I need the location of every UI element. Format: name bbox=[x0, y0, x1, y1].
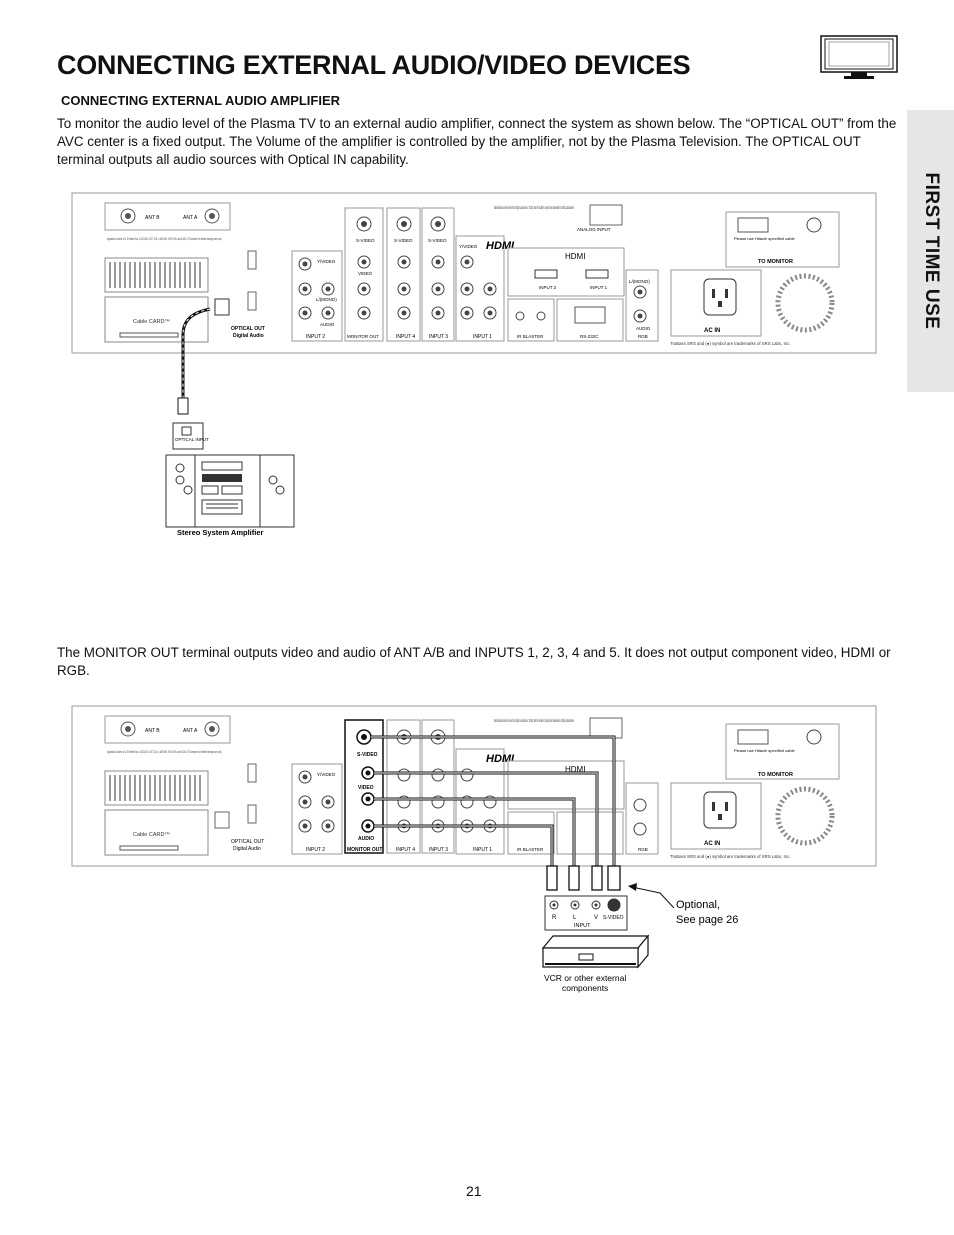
optical-out-label-2: OPTICAL OUT bbox=[231, 839, 264, 845]
first-time-use-tab: FIRST TIME USE bbox=[907, 110, 954, 392]
ir-blaster-label: IR BLASTER bbox=[517, 334, 544, 339]
hdmi-input1-label: INPUT 1 bbox=[590, 285, 608, 290]
vcr-svideo-label: S-VIDEO bbox=[603, 915, 624, 921]
ac-in-label: AC IN bbox=[704, 328, 720, 334]
ant-a-label-2: ANT A bbox=[183, 728, 198, 734]
patent-note-2: Apparatus Claims of U.S.Patent Nos. 4,63… bbox=[107, 749, 222, 754]
monitor-out-label: MONITOR OUT bbox=[347, 334, 379, 339]
vcr-input-label: INPUT bbox=[574, 923, 591, 929]
monitor-out-block bbox=[344, 207, 384, 342]
optional-text-2: See page 26 bbox=[676, 914, 738, 926]
input2-audio-label: AUDIO bbox=[320, 322, 335, 327]
cable-card-label: Cable CARD™ bbox=[133, 319, 170, 325]
monout-svideo-label-2: S-VIDEO bbox=[357, 752, 378, 758]
monout-video-label-2: VIDEO bbox=[358, 785, 374, 791]
input4-label: INPUT 4 bbox=[396, 334, 415, 340]
input3-block bbox=[421, 207, 455, 342]
dolby-note: Manufactured under license from Dolby La… bbox=[494, 205, 574, 210]
input2-block bbox=[291, 250, 343, 342]
ant-b-label: ANT B bbox=[145, 215, 160, 221]
monout-video-label: VIDEO bbox=[358, 271, 373, 276]
patent-note: Apparatus Claims of U.S.Patent Nos. 4,63… bbox=[107, 236, 222, 241]
dolby-note-2: Manufactured under license from Dolby La… bbox=[494, 718, 574, 723]
input2-yvideo-label-2: Y/VIDEO bbox=[317, 772, 336, 777]
cablecard-slot-2 bbox=[104, 770, 209, 856]
ac-in-label-2: AC IN bbox=[704, 841, 720, 847]
input1-label: INPUT 1 bbox=[473, 334, 492, 340]
digital-audio-label-2: Digital Audio bbox=[233, 846, 261, 852]
srs-note: TruBass SRS and (●) symbol are trademark… bbox=[670, 341, 790, 346]
monitor-out-label-2: MONITOR OUT bbox=[347, 847, 382, 853]
stereo-amplifier bbox=[165, 454, 295, 528]
hdmi-small-label-2: HDMI bbox=[565, 765, 585, 774]
optical-cable bbox=[181, 307, 211, 400]
rgb-audio-label: AUDIO bbox=[636, 326, 651, 331]
ir-blaster-label-2: IR BLASTER bbox=[517, 847, 544, 852]
optional-arrow bbox=[631, 886, 675, 909]
srs-note-2: TruBass SRS and (●) symbol are trademark… bbox=[670, 854, 790, 859]
optional-text-1: Optional, bbox=[676, 899, 720, 911]
analog-input-port bbox=[589, 204, 623, 226]
rs232c-label: RS-232C bbox=[580, 334, 599, 339]
input2-label: INPUT 2 bbox=[306, 334, 325, 340]
digital-audio-label: Digital Audio bbox=[233, 333, 264, 339]
vcr-label-1: VCR or other external bbox=[544, 973, 626, 983]
hdmi-input2-port bbox=[534, 269, 558, 279]
section2-paragraph: The MONITOR OUT terminal outputs video a… bbox=[57, 645, 891, 678]
hdmi-input1-port bbox=[585, 269, 609, 279]
input4-label-2: INPUT 4 bbox=[396, 847, 415, 853]
optical-out-label: OPTICAL OUT bbox=[231, 326, 265, 332]
optical-input-label: OPTICAL INPUT bbox=[175, 437, 209, 442]
to-monitor-label: TO MONITOR bbox=[758, 259, 793, 265]
rgb-label-2: RGB bbox=[638, 847, 648, 852]
vent-grille bbox=[775, 273, 835, 333]
input2-lmono-label: L/(MONO) bbox=[316, 297, 337, 302]
vcr-r-label: R bbox=[552, 915, 557, 921]
vcr-label-2: components bbox=[562, 983, 608, 993]
input3-svideo-label: S-VIDEO bbox=[428, 238, 447, 243]
vcr-v-label: V bbox=[594, 915, 598, 921]
input1-yvideo-label: Y/VIDEO bbox=[459, 244, 478, 249]
monitor-cable-note-2: Please use Hitachi specified cable bbox=[734, 748, 795, 753]
page-title: CONNECTING EXTERNAL AUDIO/VIDEO DEVICES bbox=[57, 50, 691, 80]
rgb-label: RGB bbox=[638, 334, 648, 339]
amplifier-label: Stereo System Amplifier bbox=[177, 528, 263, 537]
cable-plugs bbox=[546, 865, 621, 891]
rgb-audio-block bbox=[625, 269, 659, 342]
input4-svideo-label: S-VIDEO bbox=[394, 238, 413, 243]
input2-label-2: INPUT 2 bbox=[306, 847, 325, 853]
cable-card-label-2: Cable CARD™ bbox=[133, 832, 170, 838]
to-monitor-label-2: TO MONITOR bbox=[758, 772, 793, 778]
ant-a-label: ANT A bbox=[183, 215, 198, 221]
input4-block bbox=[386, 207, 421, 342]
input3-label: INPUT 3 bbox=[429, 334, 448, 340]
section-heading-audio-amplifier: CONNECTING EXTERNAL AUDIO AMPLIFIER bbox=[61, 93, 341, 108]
input2-yvideo-label: Y/VIDEO bbox=[317, 259, 336, 264]
monitor-cable-note: Please use Hitachi specified cable bbox=[734, 236, 795, 241]
monout-svideo-label: S-VIDEO bbox=[356, 238, 375, 243]
audio-amplifier-diagram: ANT B ANT A Apparatus Claims of U.S.Pate… bbox=[71, 192, 877, 537]
section1-paragraph: To monitor the audio level of the Plasma… bbox=[57, 116, 897, 167]
monout-audio-label-2: AUDIO bbox=[358, 836, 374, 842]
ant-b-label-2: ANT B bbox=[145, 728, 160, 734]
hdmi-small-label: HDMI bbox=[565, 252, 585, 261]
ir-blaster-block bbox=[507, 298, 555, 342]
optical-out-jack bbox=[214, 298, 230, 316]
vcr-l-label: L bbox=[573, 915, 577, 921]
rgb-lmono-label: L/(MONO) bbox=[629, 279, 650, 284]
vcr-icon bbox=[541, 934, 650, 969]
input3-label-2: INPUT 3 bbox=[429, 847, 448, 853]
input1-block bbox=[455, 235, 505, 342]
cablecard-slot bbox=[104, 257, 209, 343]
page-number: 21 bbox=[466, 1183, 482, 1199]
analog-input-label: ANALOG INPUT bbox=[577, 227, 611, 232]
hdmi-input2-label: INPUT 2 bbox=[539, 285, 557, 290]
tv-monitor-icon bbox=[820, 35, 898, 79]
optical-plug bbox=[177, 397, 189, 415]
input1-label-2: INPUT 1 bbox=[473, 847, 492, 853]
